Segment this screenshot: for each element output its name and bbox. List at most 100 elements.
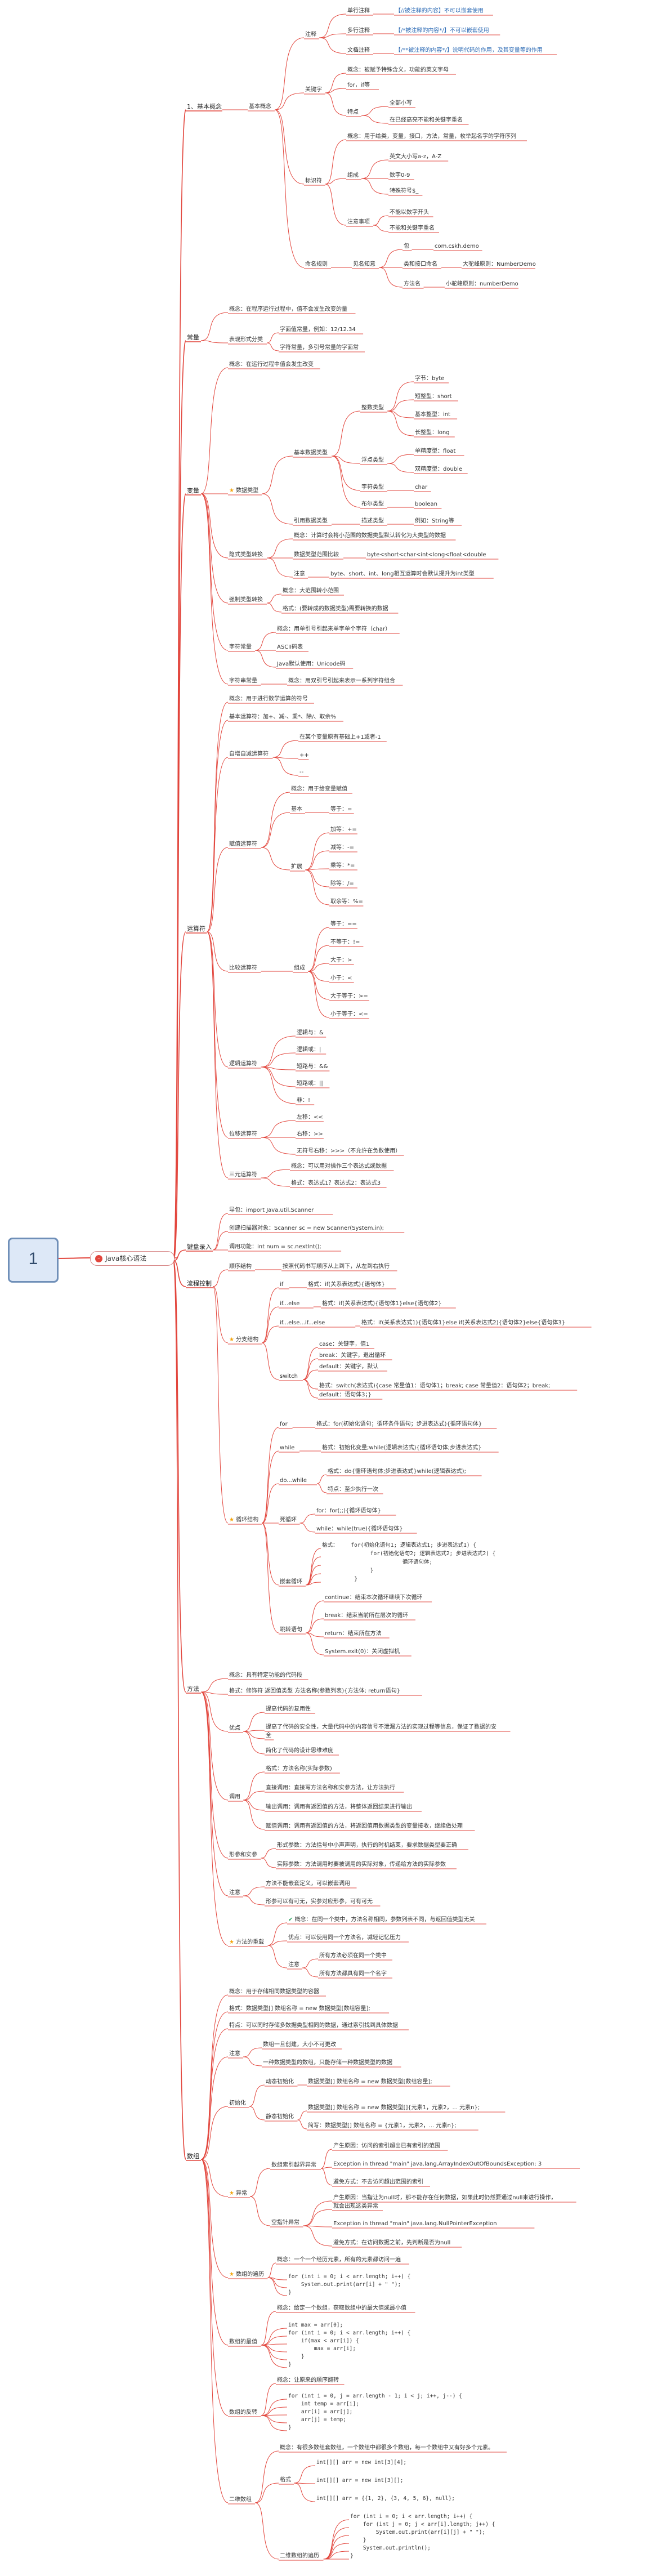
node-bjge[interactable]: 大于等于：>= <box>329 993 369 1000</box>
node-b2[interactable]: 基本概念 <box>248 104 272 110</box>
node-cl1[interactable]: 概念：在程序运行过程中，值不会发生改变的量 <box>228 306 348 313</box>
node-const[interactable]: 常量 <box>186 334 200 341</box>
node-gjz3[interactable]: 特点 <box>346 109 360 116</box>
node-mmleid[interactable]: 大驼峰原则：NumberDemo <box>462 261 537 268</box>
node-zfc2[interactable]: ASCII码表 <box>276 644 304 651</box>
node-szfzc1[interactable]: for (int i = 0, j = arr.length - 1; i < … <box>287 2393 463 2400</box>
node-zf_char[interactable]: char <box>414 484 428 491</box>
node-wyy[interactable]: 位移运算符 <box>228 1131 258 1138</box>
node-ffcs1[interactable]: 形式参数：方法括号中小声声明，执行的时机结束，要求数据类型要正确 <box>276 1842 458 1849</box>
node-fzieid[interactable]: 格式：if(关系表达式1){语句体1}else if(关系表达式2){语句体2}… <box>360 1320 566 1327</box>
node-fzsub[interactable]: 减等：-= <box>329 845 355 851</box>
node-ffdy4[interactable]: 赋值调用：调用有返回值的方法，将返回值用数据类型的变量接收，继续做处理 <box>265 1823 464 1830</box>
node-sxhf[interactable]: for：for(;;){循环语句体} <box>315 1508 382 1515</box>
node-bsf1[interactable]: 概念：用于给类，变量，接口，方法，常量，枚举起名字的字符序列 <box>346 133 517 140</box>
node-qtx3[interactable]: 循环语句体; <box>321 1559 433 1566</box>
node-bjy[interactable]: 比较运算符 <box>228 965 258 972</box>
node-zs3[interactable]: 文档注释 <box>346 47 371 54</box>
node-szjt1[interactable]: 数据类型[] 数组名称 = new 数据类型[]{元素1，元素2，... 元素n… <box>307 2105 481 2111</box>
node-szewbl[interactable]: 二维数组的遍历 <box>279 2553 320 2560</box>
node-ffzy1[interactable]: 方法不能嵌套定义，可以嵌套调用 <box>265 1881 351 1887</box>
node-xhwhd[interactable]: 格式：初始化变量;while(逻辑表达式){循环语句体;步进表达式} <box>321 1445 483 1452</box>
node-fdlx[interactable]: 浮点类型 <box>360 457 385 464</box>
node-szdt[interactable]: 动态初始化 <box>265 2079 295 2086</box>
node-method[interactable]: 方法 <box>186 1686 200 1693</box>
node-szjt2[interactable]: 简写：数据类型[] 数组名称 = {元素1，元素2，... 元素n}; <box>307 2123 458 2129</box>
node-ffzy2[interactable]: 形参可以有可无，实参对应形参，可有可无 <box>265 1899 374 1905</box>
node-szbl1[interactable]: 概念：一个一个经历元素，所有的元素都访问一遍 <box>276 2257 402 2264</box>
node-mmlei[interactable]: 类和接口命名 <box>402 261 439 268</box>
node-ysz[interactable]: 隐式类型转换 <box>228 552 264 559</box>
node-szzzc5[interactable]: } <box>287 2354 306 2360</box>
node-qtx[interactable]: 嵌套循环 <box>279 1579 303 1586</box>
node-szzy1[interactable]: 数组一旦创建，大小不可更改 <box>262 2042 337 2048</box>
node-bsfzy2[interactable]: 不能和关键字重名 <box>388 225 436 232</box>
node-zfc[interactable]: 字符常量 <box>228 644 253 651</box>
node-szblc3[interactable]: } <box>287 2289 293 2296</box>
node-flow[interactable]: 流程控制 <box>186 1280 213 1287</box>
node-jblx[interactable]: 基本数据类型 <box>293 450 329 457</box>
node-szewgs1[interactable]: int[][] arr = new int[3][4]; <box>315 2459 408 2466</box>
node-ljor[interactable]: 逻辑或：| <box>296 1047 322 1053</box>
node-szewblc6[interactable]: } <box>349 2553 355 2560</box>
node-fzeq[interactable]: 等于：= <box>329 806 353 813</box>
node-szfzc4[interactable]: arr[j] = temp; <box>287 2417 347 2423</box>
node-szcsh[interactable]: 初始化 <box>228 2100 247 2107</box>
node-szyj3[interactable]: 避免方式：不去访问超出范围的索引 <box>332 2179 424 2186</box>
node-szkz2[interactable]: Exception in thread "main" java.lang.Nul… <box>332 2221 498 2227</box>
root-node[interactable]: 1 <box>8 1238 59 1283</box>
node-mmbaod[interactable]: com.cskh.demo <box>433 243 480 250</box>
node-ffyd3[interactable]: 简化了代码的设计思维难度 <box>265 1748 334 1754</box>
node-fzsw5[interactable]: default：语句体3；} <box>318 1392 373 1399</box>
node-bsfzy[interactable]: 注意事项 <box>346 219 371 226</box>
node-szzzc4[interactable]: max = arr[i]; <box>287 2346 357 2352</box>
node-sy1[interactable]: 概念：可以用对操作三个表达式或数据 <box>290 1163 388 1170</box>
node-szewgs2[interactable]: int[][] arr = new int[3][]; <box>315 2477 404 2484</box>
node-fzy[interactable]: 赋值运算符 <box>228 841 258 848</box>
minus-collapse-icon[interactable]: – <box>95 1255 102 1262</box>
node-ffyd1[interactable]: 提高代码的复用性 <box>265 1706 312 1713</box>
node-ysz1[interactable]: 概念：计算时会将小范围的数据类型默认转化为大类型的数据 <box>293 533 447 539</box>
node-in1[interactable]: 导包：import Java.util.Scanner <box>228 1207 315 1214</box>
node-szblc2[interactable]: System.out.print(arr[i] + " "); <box>287 2282 402 2288</box>
node-mmff[interactable]: 方法名 <box>402 281 422 288</box>
node-ljdor[interactable]: 短路或：|| <box>296 1081 324 1087</box>
node-ffczzy[interactable]: 注意 <box>287 1962 301 1968</box>
node-szew[interactable]: 二维数组 <box>228 2497 253 2503</box>
node-zs2d[interactable]: 【/*被注释的内容*/】不可以嵌套使用 <box>394 28 490 34</box>
node-fd_double[interactable]: 双精度型：double <box>414 466 463 473</box>
node-bsfzc1[interactable]: 英文大小写a-z，A-Z <box>388 154 442 160</box>
node-mmgfj[interactable]: 见名知意 <box>352 261 377 268</box>
node-basic[interactable]: 1、基本概念 <box>186 104 223 110</box>
node-bjzc[interactable]: 组成 <box>293 965 306 972</box>
node-bel[interactable]: 布尔类型 <box>360 501 385 508</box>
node-qzz[interactable]: 强制类型转换 <box>228 597 264 604</box>
node-zslx[interactable]: 整数类型 <box>360 405 385 412</box>
node-op1[interactable]: 概念：用于进行数学运算的符号 <box>228 696 309 703</box>
node-szzzc6[interactable]: } <box>287 2361 293 2368</box>
node-szkz1b[interactable]: 就会出现这类异常 <box>332 2203 379 2210</box>
node-gjz[interactable]: 关键字 <box>304 87 323 93</box>
node-bel_d[interactable]: boolean <box>414 501 439 508</box>
node-ysz3d[interactable]: byte、short、int、long相互运算时会默认提升为int类型 <box>329 571 476 578</box>
node-bjeq[interactable]: 等于：== <box>329 921 358 928</box>
node-op[interactable]: 运算符 <box>186 926 207 932</box>
node-zs2[interactable]: 多行注释 <box>346 28 371 34</box>
node-szzz1[interactable]: 概念：给定一个数组，获取数组中的最大值或最小值 <box>276 2305 408 2312</box>
node-ff2[interactable]: 格式：修饰符 返回值类型 方法名称(参数列表){方法体; return语句} <box>228 1688 401 1695</box>
node-zflx[interactable]: 字符类型 <box>360 484 385 491</box>
node-ljand[interactable]: 逻辑与：& <box>296 1030 325 1037</box>
node-fzmod[interactable]: 取余等：%= <box>329 899 364 905</box>
node-zs1d[interactable]: 【//被注释的内容】不可以嵌套使用 <box>394 8 485 15</box>
node-bl1[interactable]: 概念：在运行过程中值会发生改变 <box>228 361 315 368</box>
node-zs3d[interactable]: 【/**被注释的内容*/】说明代码的作用，及其变量等的作用 <box>394 47 544 54</box>
node-szfzc3[interactable]: arr[i] = arr[j]; <box>287 2409 354 2416</box>
node-szyj1[interactable]: 产生原因：访问的索引超出已有索引的范围 <box>332 2143 441 2150</box>
node-yylx_eg[interactable]: 例如：String等 <box>414 518 455 525</box>
node-szblc1[interactable]: for (int i = 0; i < arr.length; i++) { <box>287 2274 412 2280</box>
node-qtx1[interactable]: 格式： for(初始化语句1; 逻辑表达式1; 步进表达式1) { <box>321 1542 477 1549</box>
node-szfz[interactable]: 数组的反转 <box>228 2409 258 2416</box>
node-xhfor[interactable]: for <box>279 1421 289 1428</box>
node-bjgt[interactable]: 大于：> <box>329 957 353 964</box>
node-fzsw1[interactable]: case：关键字，值1 <box>318 1341 370 1348</box>
